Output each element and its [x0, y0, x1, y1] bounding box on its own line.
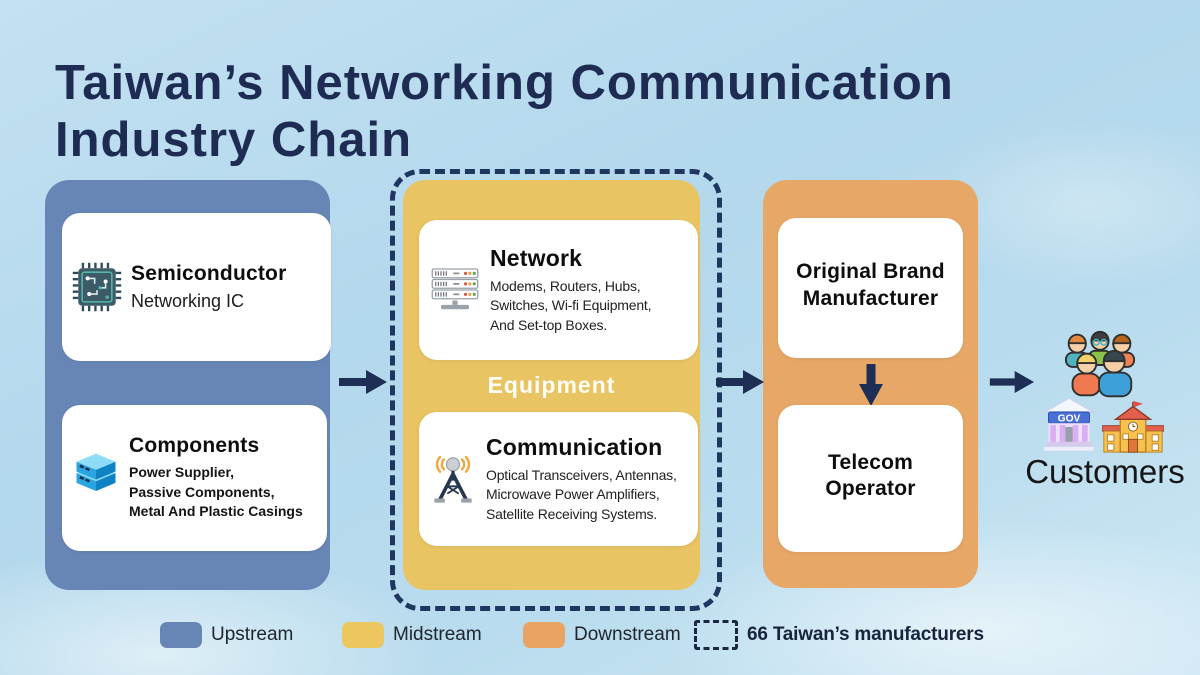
components-line: Power Supplier,	[129, 463, 235, 480]
semiconductor-card: Semiconductor Networking IC	[62, 213, 331, 361]
upstream-column: Semiconductor Networking IC Components	[45, 180, 331, 590]
components-heading: Components	[129, 433, 260, 457]
communication-line: Optical Transceivers, Antennas,	[486, 467, 677, 484]
obm-heading: Original Brand Manufacturer	[796, 260, 945, 310]
manufacturers-dashed-frame	[390, 169, 722, 611]
legend-manufacturers-label: 66 Taiwan’s manufacturers	[747, 624, 984, 645]
network-heading: Network	[490, 245, 583, 272]
communication-line: Satellite Receiving Systems.	[486, 505, 658, 522]
original-brand-manufacturer-card: Original Brand Manufacturer	[778, 218, 963, 358]
semiconductor-subtext: Networking IC	[131, 291, 245, 311]
people-group-icon	[1060, 329, 1140, 406]
components-card: Components Power Supplier, Passive Compo…	[62, 405, 327, 551]
legend-downstream: Downstream	[523, 621, 681, 649]
network-card: Network Modems, Routers, Hubs, Switches,…	[419, 220, 698, 360]
legend-upstream: Upstream	[160, 621, 293, 649]
chip-icon	[72, 262, 122, 312]
components-line: Metal And Plastic Casings	[129, 503, 303, 520]
school-building-icon	[1101, 399, 1165, 461]
communication-heading: Communication	[486, 434, 663, 461]
arrow-right-icon	[714, 368, 764, 401]
network-line: And Set-top Boxes.	[490, 316, 608, 333]
page-title: Taiwan’s Networking Communication Indust…	[55, 55, 954, 168]
upstream-color-swatch	[160, 622, 202, 648]
government-building-icon: GOV	[1041, 395, 1097, 462]
equipment-band-label: Equipment	[487, 372, 616, 398]
arrow-right-icon	[988, 368, 1034, 401]
legend-midstream: Midstream	[342, 621, 482, 649]
server-stack-icon	[70, 452, 122, 504]
telecom-operator-card: Telecom Operator	[778, 405, 963, 552]
customers-label: Customers	[1025, 453, 1185, 490]
legend-manufacturers: 66 Taiwan’s manufacturers	[694, 620, 984, 650]
network-devices-icon	[427, 265, 483, 315]
arrow-right-icon	[337, 368, 387, 401]
legend-midstream-label: Midstream	[393, 624, 482, 645]
downstream-column: Original Brand Manufacturer Telecom Oper…	[763, 180, 978, 588]
midstream-color-swatch	[342, 622, 384, 648]
midstream-column: Network Modems, Routers, Hubs, Switches,…	[403, 180, 700, 590]
legend-upstream-label: Upstream	[211, 624, 294, 645]
network-line: Switches, Wi-fi Equipment,	[490, 297, 652, 314]
components-line: Passive Components,	[129, 483, 275, 500]
legend-downstream-label: Downstream	[574, 624, 681, 645]
communication-card: Communication Optical Transceivers, Ante…	[419, 412, 698, 546]
telecom-heading: Telecom Operator	[825, 450, 916, 500]
network-line: Modems, Routers, Hubs,	[490, 278, 641, 295]
arrow-down-icon	[763, 362, 978, 406]
downstream-color-swatch	[523, 622, 565, 648]
communication-line: Microwave Power Amplifiers,	[486, 486, 660, 503]
dashed-box-icon	[694, 620, 738, 650]
semiconductor-heading: Semiconductor	[131, 262, 287, 285]
gov-sign-text: GOV	[1058, 413, 1081, 424]
antenna-tower-icon	[427, 450, 479, 508]
